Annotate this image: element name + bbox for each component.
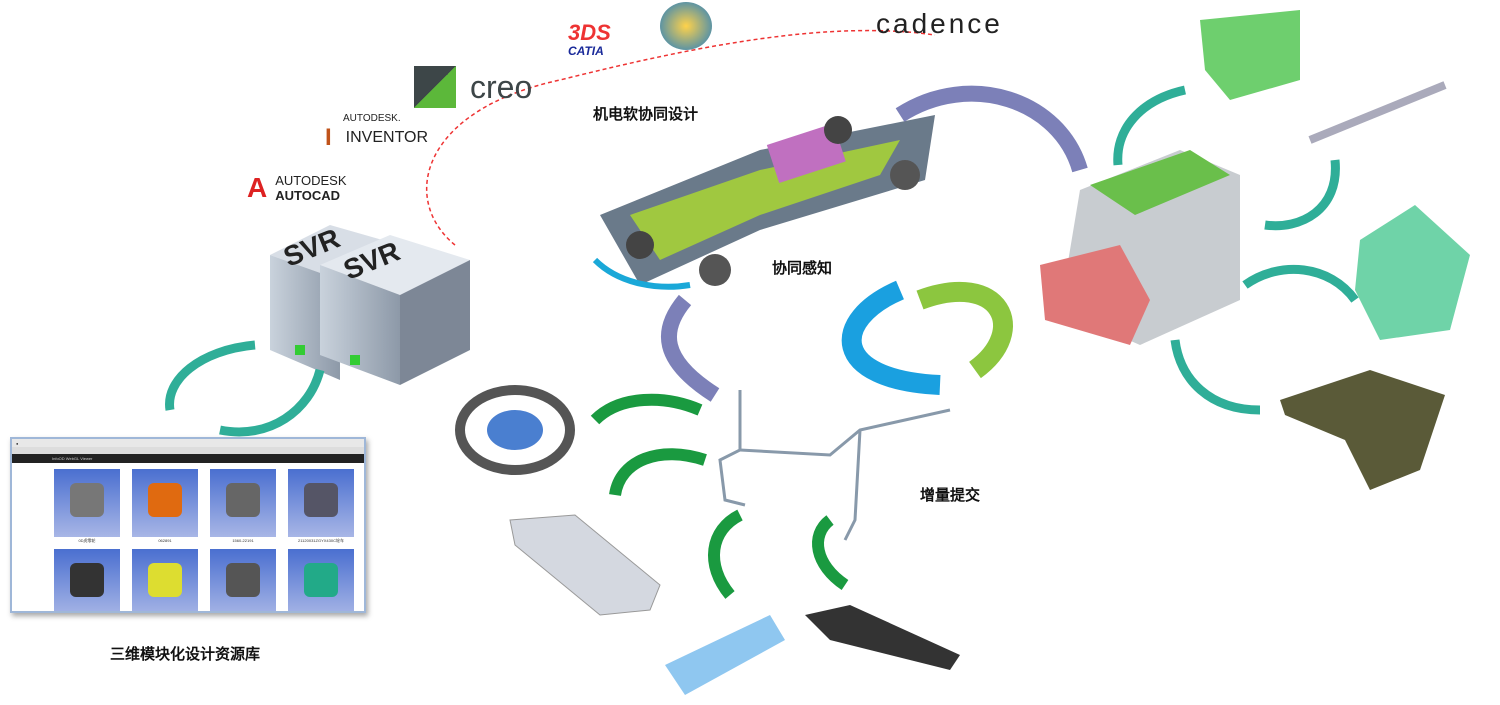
model-caption: 0D虎零轮 bbox=[54, 537, 120, 545]
model-caption: 21120031ZGYX430C轮车 bbox=[288, 537, 354, 545]
catia-logo: 3DS CATIA bbox=[568, 20, 611, 59]
incremental-submit-label: 增量提交 bbox=[920, 486, 981, 504]
arrow-icon bbox=[1264, 159, 1340, 231]
mech-elec-soft-label: 机电软协同设计 bbox=[593, 105, 699, 123]
model-preview bbox=[70, 483, 104, 517]
creo-logo: creo bbox=[414, 66, 532, 108]
model-thumbnail[interactable]: 21120031ZGYX430C轮车 bbox=[288, 469, 354, 545]
model-thumbnail[interactable]: 1560-22191 bbox=[210, 469, 276, 545]
arrow-icon bbox=[1170, 339, 1261, 415]
arrow-icon bbox=[1113, 85, 1187, 166]
dashed-connection-arc bbox=[425, 29, 936, 246]
collab-perception-label: 协同感知 bbox=[772, 259, 833, 277]
steering-rack-model bbox=[805, 605, 960, 670]
steering-wheel-model bbox=[455, 385, 575, 475]
server-icon bbox=[270, 225, 470, 385]
model-caption: 1560-22191 bbox=[210, 537, 276, 545]
model-thumbnail[interactable] bbox=[54, 549, 120, 611]
bracket-model bbox=[509, 514, 661, 616]
drive-shaft-model bbox=[1308, 81, 1447, 144]
intake-manifold-model bbox=[1200, 10, 1300, 100]
arrow-icon bbox=[590, 393, 849, 599]
intake-hose-model bbox=[665, 615, 785, 695]
model-preview bbox=[304, 563, 338, 597]
feedback-arrow-icon bbox=[660, 294, 720, 402]
model-thumbnail[interactable] bbox=[288, 549, 354, 611]
model-preview bbox=[148, 563, 182, 597]
model-preview bbox=[70, 563, 104, 597]
feedback-arrow-icon bbox=[895, 85, 1088, 173]
resource-library-label: 三维模块化设计资源库 bbox=[110, 645, 261, 663]
wiring-harness-model bbox=[718, 390, 951, 541]
arrow-icon bbox=[1242, 264, 1359, 303]
nx-logo bbox=[660, 2, 712, 50]
model-preview bbox=[226, 563, 260, 597]
vehicle-chassis-model bbox=[592, 115, 935, 290]
throttle-body-model bbox=[1355, 205, 1470, 340]
sync-arrow-icon bbox=[165, 340, 256, 411]
cycle-arrow-icon bbox=[841, 280, 941, 395]
menu-bar: ● bbox=[12, 439, 364, 447]
model-thumbnail[interactable]: 0D虎零轮 bbox=[54, 469, 120, 545]
model-preview bbox=[304, 483, 338, 517]
cadence-logo: cadence bbox=[876, 8, 1003, 39]
resource-library-screenshot: ● InfoOD WebGL Viewer 0D虎零轮 062891 1560-22… bbox=[10, 437, 366, 613]
engine-model bbox=[1040, 150, 1240, 345]
model-thumbnail[interactable]: 062891 bbox=[132, 469, 198, 545]
model-preview bbox=[226, 483, 260, 517]
model-thumbnail[interactable] bbox=[132, 549, 198, 611]
air-intake-duct-model bbox=[1280, 370, 1445, 490]
model-thumbnail[interactable] bbox=[210, 549, 276, 611]
sync-arrow-icon bbox=[219, 368, 325, 437]
model-caption: 062891 bbox=[132, 537, 198, 545]
model-preview bbox=[148, 483, 182, 517]
address-bar bbox=[12, 447, 364, 454]
viewer-nav: InfoOD WebGL Viewer bbox=[12, 454, 364, 463]
cycle-arrow-icon bbox=[916, 281, 1013, 379]
